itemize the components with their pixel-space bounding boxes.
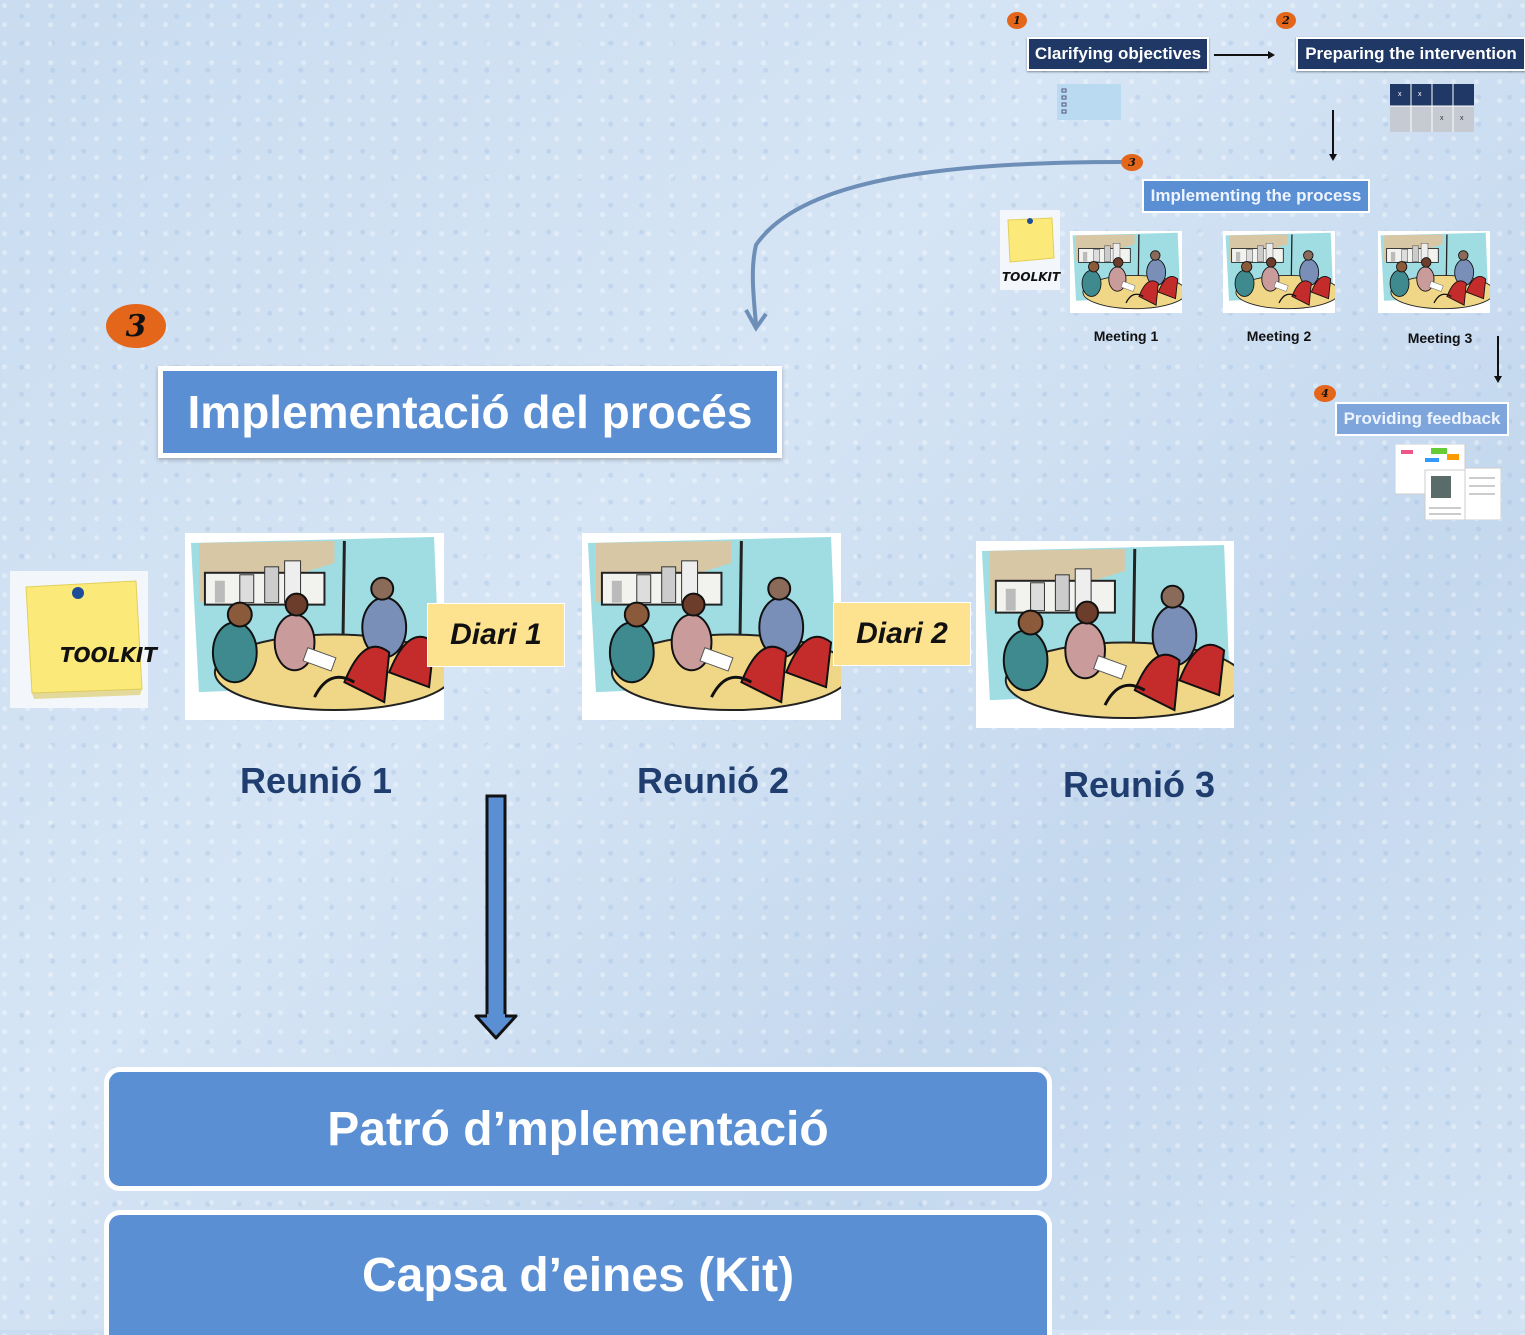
step-2-badge: 2 (1276, 12, 1296, 29)
mini-toolkit-note[interactable]: TOOLKIT (1000, 210, 1060, 290)
toolkit-note[interactable]: TOOLKIT (10, 571, 157, 708)
down-arrow (474, 794, 518, 1040)
step-3-badge-mini: 3 (1121, 154, 1143, 171)
mini-meeting-1-label: Meeting 1 (1093, 328, 1159, 344)
arrow-down-3-4 (1494, 336, 1502, 383)
arrow-right-1-2 (1214, 51, 1275, 59)
meeting-1-image (185, 533, 444, 720)
providing-feedback-label[interactable]: Providing feedback (1335, 402, 1509, 436)
reunio-2-label: Reunió 2 (636, 760, 789, 801)
svg-text:x: x (1440, 115, 1444, 122)
main-title: Implementació del procés (158, 366, 782, 458)
implementation-pattern-box[interactable]: Patró d’mplementació (104, 1067, 1052, 1191)
mini-meeting-3-label: Meeting 3 (1407, 330, 1473, 346)
table-thumbnail: x x x x (1390, 84, 1474, 132)
curved-connector-arrow (744, 160, 1123, 332)
mini-meeting-2-label: Meeting 2 (1246, 328, 1312, 344)
toolkit-box[interactable]: Capsa d’eines (Kit) (104, 1210, 1052, 1335)
mini-meeting-3-image (1378, 231, 1490, 313)
clarifying-objectives-label[interactable]: Clarifying objectives (1027, 37, 1209, 71)
diari-2-label: Diari 2 (833, 602, 971, 666)
mini-toolkit-label: TOOLKIT (1002, 270, 1061, 284)
svg-text:x: x (1418, 91, 1422, 98)
arrow-down-2-3 (1329, 110, 1337, 161)
svg-text:x: x (1460, 115, 1464, 122)
step-1-badge: 1 (1007, 12, 1027, 29)
svg-text:x: x (1398, 91, 1402, 98)
step-4-badge: 4 (1314, 385, 1336, 402)
mini-meeting-2-image (1223, 231, 1335, 313)
meeting-3-image (976, 541, 1234, 728)
main-step-3-badge: 3 (106, 304, 166, 348)
feedback-thumbnails (1395, 444, 1501, 520)
meeting-2-image (582, 533, 841, 720)
reunio-1-label: Reunió 1 (239, 760, 392, 801)
diari-1-label: Diari 1 (427, 603, 565, 667)
checklist-thumbnail (1057, 84, 1121, 120)
toolkit-label: TOOLKIT (60, 643, 157, 667)
implementing-process-label[interactable]: Implementing the process (1142, 179, 1370, 213)
preparing-intervention-label[interactable]: Preparing the intervention (1296, 37, 1525, 71)
reunio-3-label: Reunió 3 (1062, 764, 1215, 805)
